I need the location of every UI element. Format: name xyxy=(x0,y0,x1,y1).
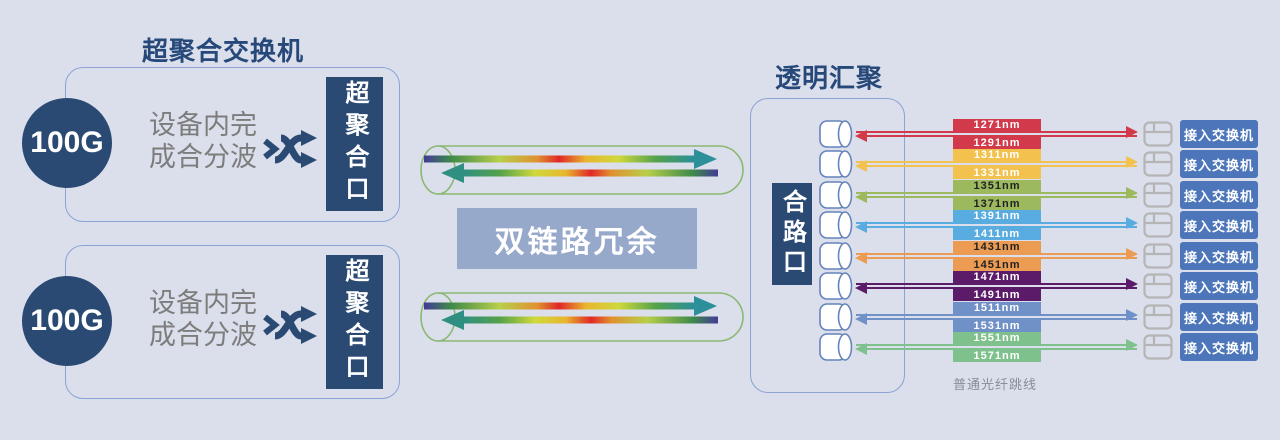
port-label-2: 超聚合口 xyxy=(341,258,368,386)
wavelength-label: 1451nm xyxy=(953,259,1041,271)
wavelength-label: 1511nm xyxy=(953,302,1041,314)
fiber-patch-cord-caption: 普通光纤跳线 xyxy=(953,377,1038,392)
wavelength-label: 1271nm xyxy=(953,119,1041,131)
fiber-port-cylinder xyxy=(819,272,853,300)
switch-icon xyxy=(1143,243,1173,269)
fiber-port-cylinder xyxy=(819,181,853,209)
arrow-left-icon xyxy=(855,160,867,172)
desc-line-2: 成合分波 xyxy=(149,141,257,172)
wavelength-label: 1431nm xyxy=(953,241,1041,253)
aggregation-box xyxy=(750,98,905,393)
fiber-port-cylinder xyxy=(819,120,853,148)
speed-badge-1: 100G xyxy=(22,98,112,188)
wavelength-label: 1411nm xyxy=(953,228,1041,240)
desc-line-2: 成合分波 xyxy=(149,319,257,350)
arrow-left-icon xyxy=(855,282,867,294)
fiber-line-return xyxy=(867,348,1137,350)
fiber-line-return xyxy=(867,196,1137,198)
fiber-line-forward xyxy=(856,283,1126,285)
desc-line-1: 设备内完 xyxy=(149,110,257,140)
arrow-left-icon xyxy=(855,221,867,233)
wavelength-label: 1291nm xyxy=(953,137,1041,149)
mux-shuffle-icon xyxy=(263,130,317,168)
mux-shuffle-icon xyxy=(263,306,317,344)
access-switch-button: 接入交换机 xyxy=(1180,150,1258,178)
fiber-line-forward xyxy=(856,314,1126,316)
access-switch-button: 接入交换机 xyxy=(1180,242,1258,270)
switch-icon xyxy=(1143,151,1173,177)
wavelength-label: 1551nm xyxy=(953,332,1041,344)
wavelength-label: 1491nm xyxy=(953,289,1041,301)
fiber-line-return xyxy=(867,257,1137,259)
arrow-left-icon xyxy=(855,191,867,203)
switch-icon xyxy=(1143,334,1173,360)
switch-icon xyxy=(1143,212,1173,238)
arrow-left-icon xyxy=(855,252,867,264)
access-switch-button: 接入交换机 xyxy=(1180,303,1258,331)
desc-line-1: 设备内完 xyxy=(149,288,257,318)
wavelength-label: 1471nm xyxy=(953,271,1041,283)
access-switch-button: 接入交换机 xyxy=(1180,181,1258,209)
fiber-line-forward xyxy=(856,131,1126,133)
fiber-line-return xyxy=(867,226,1137,228)
access-switch-button: 接入交换机 xyxy=(1180,211,1258,239)
wavelength-label: 1311nm xyxy=(953,149,1041,161)
fiber-line-forward xyxy=(856,253,1126,255)
fiber-line-return xyxy=(867,165,1137,167)
fiber-port-cylinder xyxy=(819,211,853,239)
wavelength-label: 1571nm xyxy=(953,350,1041,362)
transparent-aggregation-title: 透明汇聚 xyxy=(775,63,884,93)
switch-icon xyxy=(1143,304,1173,330)
wavelength-label: 1351nm xyxy=(953,180,1041,192)
super-aggregation-switch-title: 超聚合交换机 xyxy=(142,36,305,66)
access-switch-button: 接入交换机 xyxy=(1180,333,1258,361)
fiber-port-cylinder xyxy=(819,242,853,270)
super-aggregation-port-1: 超聚合口 xyxy=(326,77,383,211)
wavelength-label: 1371nm xyxy=(953,198,1041,210)
port-label-1: 超聚合口 xyxy=(341,80,368,208)
switch-icon xyxy=(1143,121,1173,147)
fiber-line-forward xyxy=(856,344,1126,346)
fiber-line-return xyxy=(867,135,1137,137)
fiber-port-cylinder xyxy=(819,333,853,361)
arrow-left-icon xyxy=(855,130,867,142)
combiner-port: 合路口 xyxy=(772,183,812,285)
fiber-tube-2 xyxy=(420,292,744,342)
arrow-left-icon xyxy=(855,313,867,325)
arrow-left-icon xyxy=(855,343,867,355)
access-switch-button: 接入交换机 xyxy=(1180,272,1258,300)
fiber-line-forward xyxy=(856,222,1126,224)
wavelength-label: 1331nm xyxy=(953,167,1041,179)
wavelength-label: 1391nm xyxy=(953,210,1041,222)
switch-icon xyxy=(1143,273,1173,299)
switch-icon xyxy=(1143,182,1173,208)
fiber-line-forward xyxy=(856,192,1126,194)
unit-description-2: 设备内完 成合分波 xyxy=(128,288,278,352)
fiber-line-forward xyxy=(856,161,1126,163)
speed-badge-2: 100G xyxy=(22,276,112,366)
fiber-port-cylinder xyxy=(819,150,853,178)
unit-description-1: 设备内完 成合分波 xyxy=(128,110,278,174)
combiner-label: 合路口 xyxy=(778,189,806,279)
super-aggregation-port-2: 超聚合口 xyxy=(326,255,383,389)
fiber-line-return xyxy=(867,287,1137,289)
wavelength-label: 1531nm xyxy=(953,320,1041,332)
dual-link-redundancy-label: 双链路冗余 xyxy=(457,208,697,269)
fiber-port-cylinder xyxy=(819,303,853,331)
access-switch-button: 接入交换机 xyxy=(1180,120,1258,148)
fiber-tube-1 xyxy=(420,145,744,195)
fiber-line-return xyxy=(867,318,1137,320)
